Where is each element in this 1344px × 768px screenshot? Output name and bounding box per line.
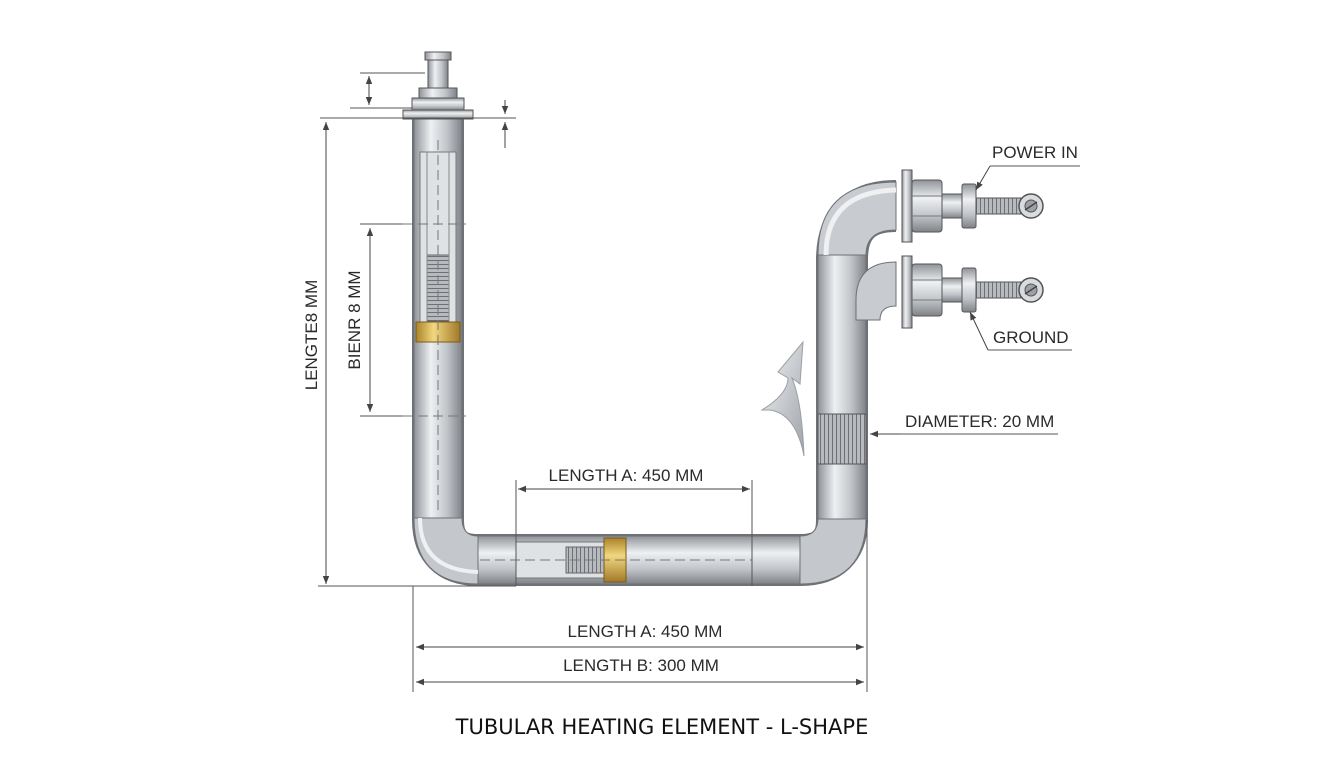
curved-arrow-icon [760,340,805,457]
vertical-inner-label: BIENR 8 MM [345,270,364,369]
ground-terminal [901,255,1044,329]
diagram-title: TUBULAR HEATING ELEMENT - L-SHAPE [455,715,869,739]
diameter-label: DIAMETER: 20 MM [905,412,1054,431]
right-knurled-band [817,413,867,465]
length-b-label: LENGTH B: 300 MM [563,656,719,675]
power-in-label: POWER IN [992,143,1078,162]
top-stud [402,51,474,120]
vertical-overall-label: LENGTE8 MM [302,280,321,391]
power-terminal [901,169,1044,243]
dimension-lines [318,72,1080,692]
ground-label: GROUND [993,328,1069,347]
length-a-outer-label: LENGTH A: 450 MM [568,622,723,641]
length-a-inner-label: LENGTH A: 450 MM [549,466,704,485]
